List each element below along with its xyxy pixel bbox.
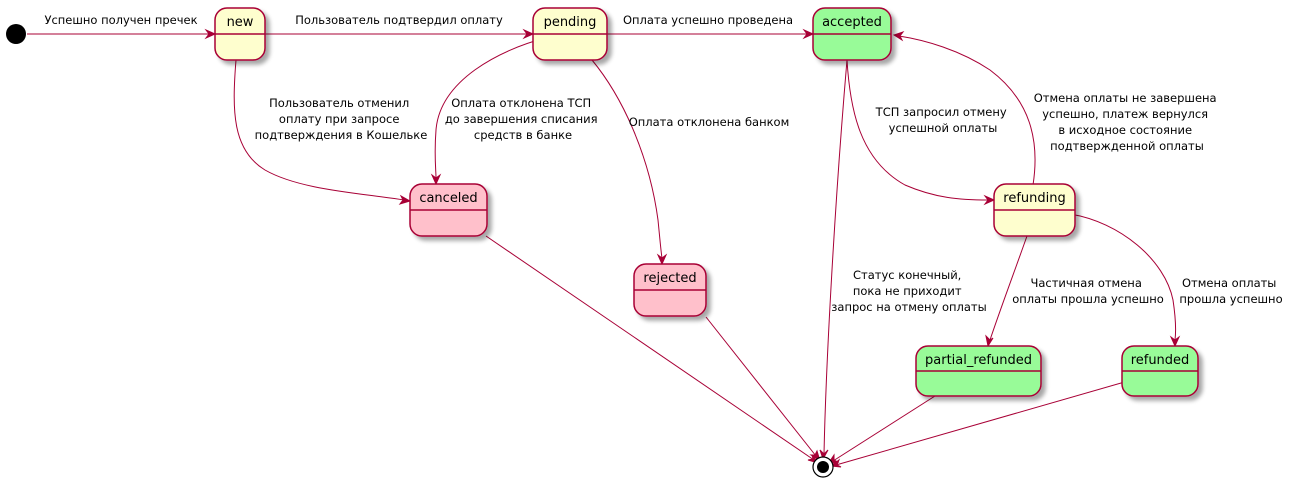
final-state-node bbox=[812, 456, 834, 478]
transition-pending-to-canceled bbox=[430, 37, 546, 186]
transition-refunding-to-partial-refunded bbox=[985, 235, 1028, 348]
state-canceled-label: canceled bbox=[419, 191, 477, 206]
label-refunding-to-refunded: Отмена оплаты прошла успешно bbox=[1179, 276, 1282, 306]
state-new-label: new bbox=[227, 15, 254, 30]
state-pending-label: pending bbox=[544, 15, 597, 30]
state-pending: pending bbox=[532, 7, 608, 61]
state-refunding-label: refunding bbox=[1003, 191, 1065, 206]
label-refunding-to-accepted: Отмена оплаты не завершена успешно, плат… bbox=[1034, 91, 1221, 153]
edge-labels: Успешно получен пречек Пользователь подт… bbox=[44, 13, 1282, 314]
state-refunded-label: refunded bbox=[1131, 353, 1190, 368]
label-pending-to-rejected: Оплата отклонена банком bbox=[629, 115, 790, 129]
state-partial-refunded: partial_refunded bbox=[915, 345, 1042, 397]
state-rejected-label: rejected bbox=[643, 271, 696, 286]
label-initial-to-new: Успешно получен пречек bbox=[44, 13, 197, 27]
transition-pending-to-accepted bbox=[607, 28, 815, 40]
state-canceled: canceled bbox=[409, 183, 488, 237]
state-refunding: refunding bbox=[993, 183, 1076, 237]
transition-new-to-canceled bbox=[233, 59, 412, 205]
transition-refunding-to-accepted bbox=[892, 31, 1036, 186]
transition-new-to-pending bbox=[265, 28, 535, 40]
transition-refunded-to-final bbox=[829, 380, 1129, 468]
state-accepted: accepted bbox=[812, 7, 892, 61]
transition-accepted-to-refunding bbox=[846, 59, 996, 206]
transition-partial-refunded-to-final bbox=[826, 395, 936, 465]
label-new-to-pending: Пользователь подтвердил оплату bbox=[295, 13, 503, 27]
label-refunding-to-partial-refunded: Частичная отмена оплаты прошла успешно bbox=[1012, 276, 1164, 306]
transition-refunding-to-refunded bbox=[1069, 213, 1181, 348]
state-refunded: refunded bbox=[1121, 345, 1199, 397]
edges bbox=[27, 28, 1181, 468]
initial-state-node bbox=[6, 24, 26, 44]
state-rejected: rejected bbox=[633, 263, 707, 317]
transition-pending-to-rejected bbox=[591, 59, 668, 266]
transition-initial-to-new bbox=[27, 28, 217, 40]
nodes: new pending accepted canceled rejected bbox=[6, 7, 1199, 478]
label-new-to-canceled: Пользователь отменил оплату при запросе … bbox=[255, 96, 428, 142]
label-pending-to-canceled: Оплата отклонена ТСП до завершения списа… bbox=[445, 96, 601, 142]
transition-rejected-to-final bbox=[705, 316, 821, 463]
state-accepted-label: accepted bbox=[822, 15, 882, 30]
label-pending-to-accepted: Оплата успешно проведена bbox=[623, 13, 793, 27]
label-accepted-to-refunding: ТСП запросил отмену успешной оплаты bbox=[875, 105, 1011, 135]
state-partial-refunded-label: partial_refunded bbox=[925, 353, 1032, 368]
state-new: new bbox=[214, 7, 266, 61]
transition-accepted-to-final bbox=[819, 59, 848, 461]
label-accepted-to-final: Статус конечный, пока не приходит запрос… bbox=[831, 268, 986, 314]
